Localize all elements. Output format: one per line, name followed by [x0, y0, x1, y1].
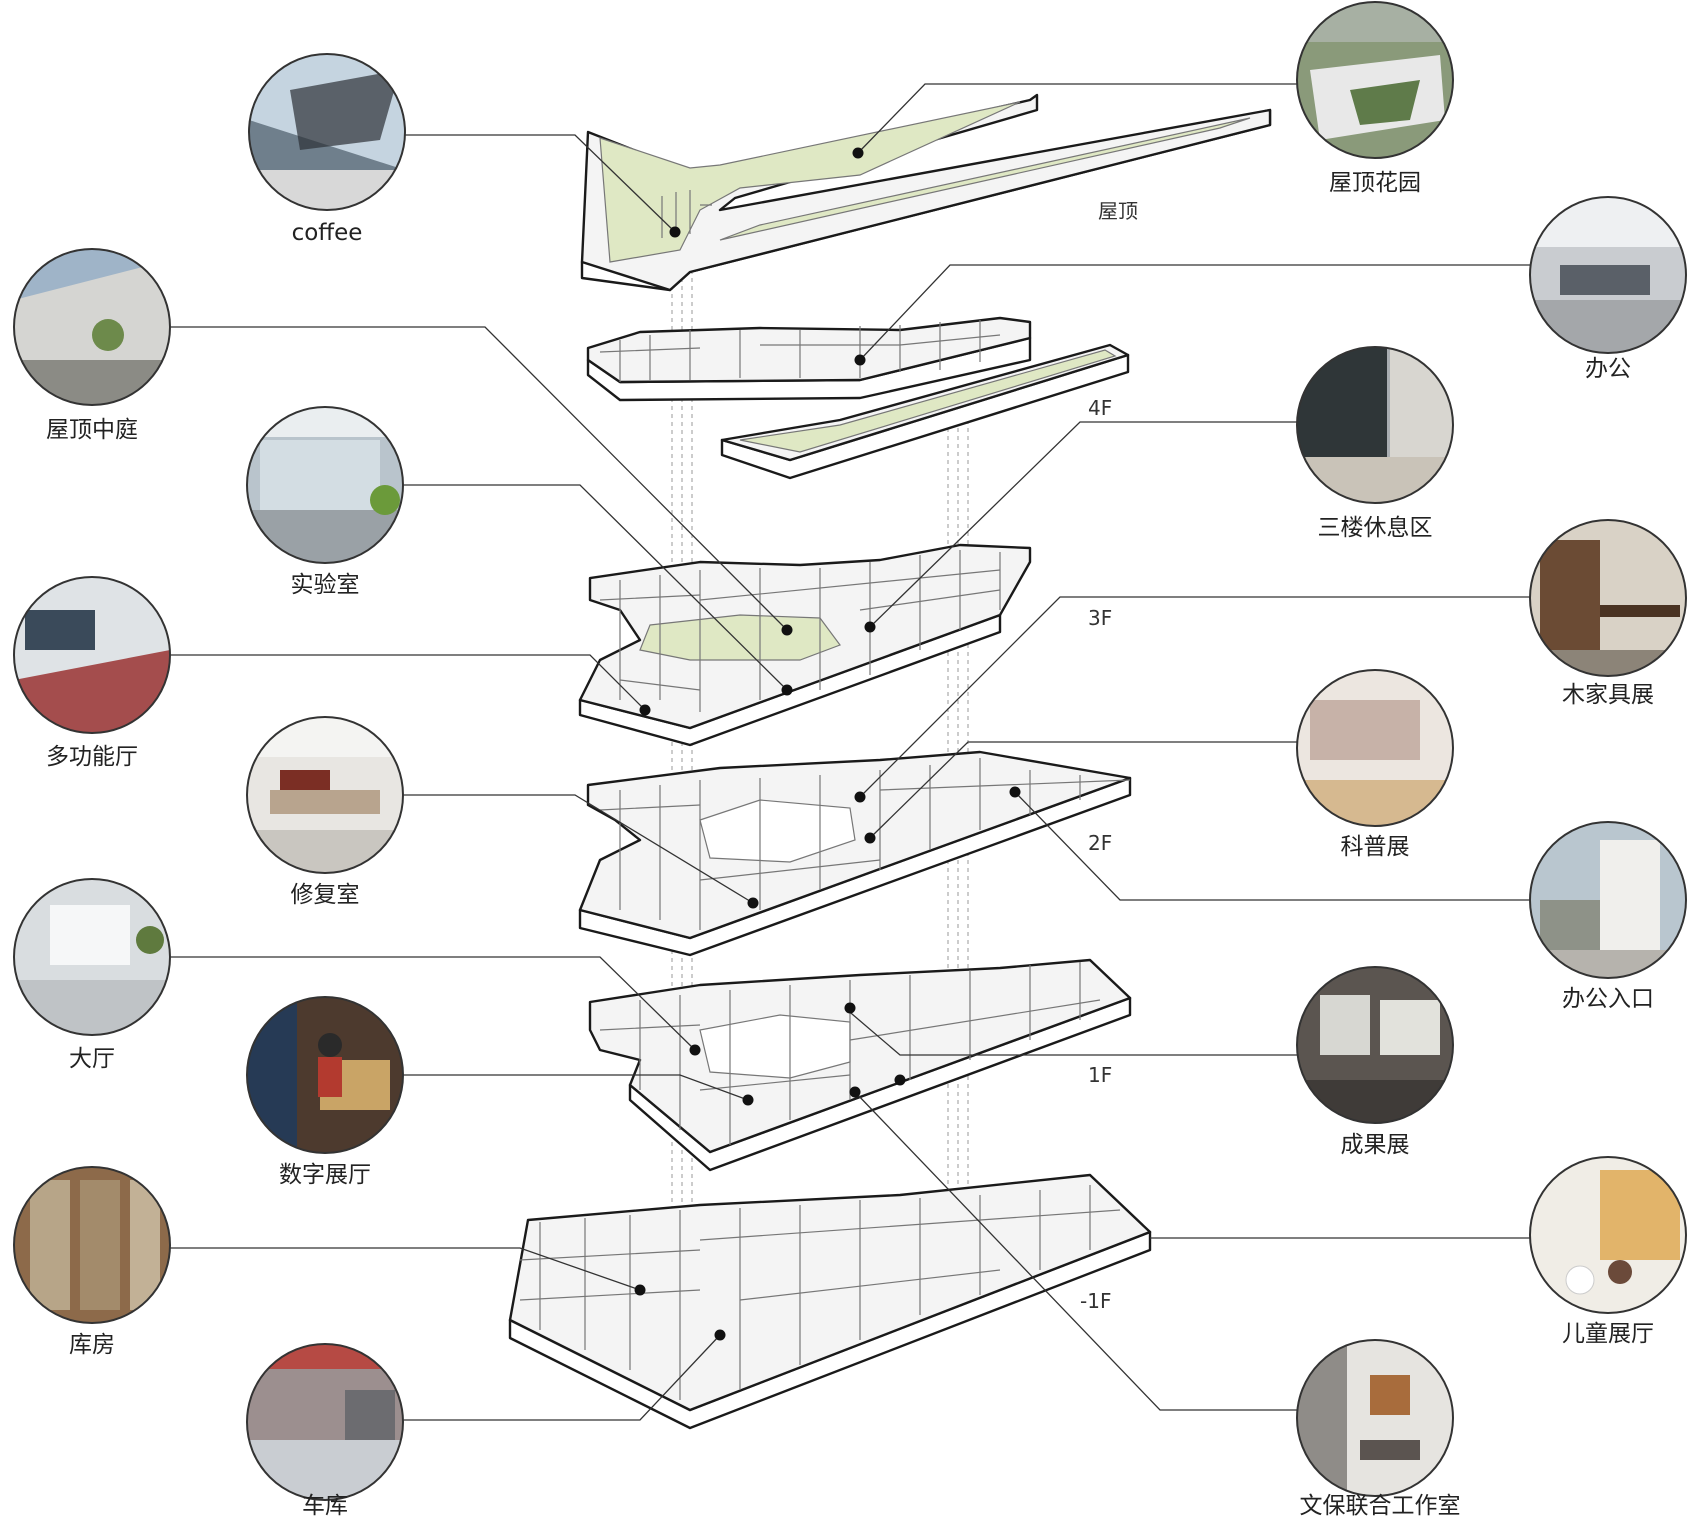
photo-digital-exhibit-hall [246, 996, 404, 1154]
label-children-exhibit-hall: 儿童展厅 [1562, 1321, 1654, 1347]
roof-slab [580, 93, 1272, 292]
label-lobby: 大厅 [69, 1046, 115, 1072]
label-conservation-studio: 文保联合工作室 [1300, 1493, 1461, 1519]
photo-third-floor-lounge [1296, 346, 1454, 504]
photo-science-exhibit [1296, 669, 1454, 827]
marker-dots [634, 147, 1021, 1341]
label-restoration-room: 修复室 [291, 882, 360, 908]
photo-office-entrance [1529, 821, 1687, 979]
label-third-floor-lounge: 三楼休息区 [1318, 515, 1433, 541]
label-lab: 实验室 [291, 572, 360, 598]
label-wood-furniture-exhibit: 木家具展 [1562, 682, 1654, 708]
label-multi-function-hall: 多功能厅 [46, 744, 138, 770]
label-digital-exhibit-hall: 数字展厅 [279, 1162, 371, 1188]
floor-label-roof: 屋顶 [1098, 199, 1138, 223]
floor-labels: 屋顶 4F 3F 2F 1F -1F [1080, 199, 1138, 1313]
photo-lab [246, 406, 404, 564]
label-garage: 车库 [302, 1493, 348, 1519]
label-science-exhibit: 科普展 [1341, 834, 1410, 860]
b1-slab [508, 1173, 1152, 1430]
photo-garage [246, 1343, 404, 1501]
1f-slab [588, 958, 1132, 1172]
photo-wood-furniture-exhibit [1529, 519, 1687, 677]
2f-slab [578, 750, 1132, 957]
floor-label-1f: 1F [1088, 1063, 1112, 1087]
photo-restoration-room [246, 716, 404, 874]
4f-slab [586, 316, 1130, 480]
photo-office [1529, 196, 1687, 354]
label-office-entrance: 办公入口 [1562, 986, 1654, 1012]
photo-children-exhibit-hall [1529, 1156, 1687, 1314]
photo-conservation-studio [1296, 1339, 1454, 1497]
photo-storage [13, 1166, 171, 1324]
photo-multi-function-hall [13, 576, 171, 734]
floor-label-3f: 3F [1088, 606, 1112, 630]
photo-coffee [248, 53, 406, 211]
label-roof-garden: 屋顶花园 [1329, 170, 1421, 196]
photo-roof-atrium [13, 248, 171, 406]
3f-slab [578, 543, 1032, 747]
leader-lines [170, 83, 1530, 1421]
label-office: 办公 [1585, 356, 1631, 382]
label-storage: 库房 [69, 1332, 115, 1358]
label-achievement-exhibit: 成果展 [1341, 1132, 1410, 1158]
floor-label-b1: -1F [1080, 1289, 1111, 1313]
label-coffee: coffee [292, 220, 363, 246]
photo-circles [13, 1, 1687, 1501]
label-roof-atrium: 屋顶中庭 [46, 417, 138, 443]
floor-label-2f: 2F [1088, 831, 1112, 855]
photo-roof-garden [1296, 1, 1454, 159]
photo-lobby [13, 878, 171, 1036]
floor-label-4f: 4F [1088, 396, 1112, 420]
callout-labels: coffee 屋顶花园 屋顶中庭 办公 实验室 三楼休息区 多功能厅 木家具展 … [46, 170, 1654, 1519]
photo-achievement-exhibit [1296, 966, 1454, 1124]
